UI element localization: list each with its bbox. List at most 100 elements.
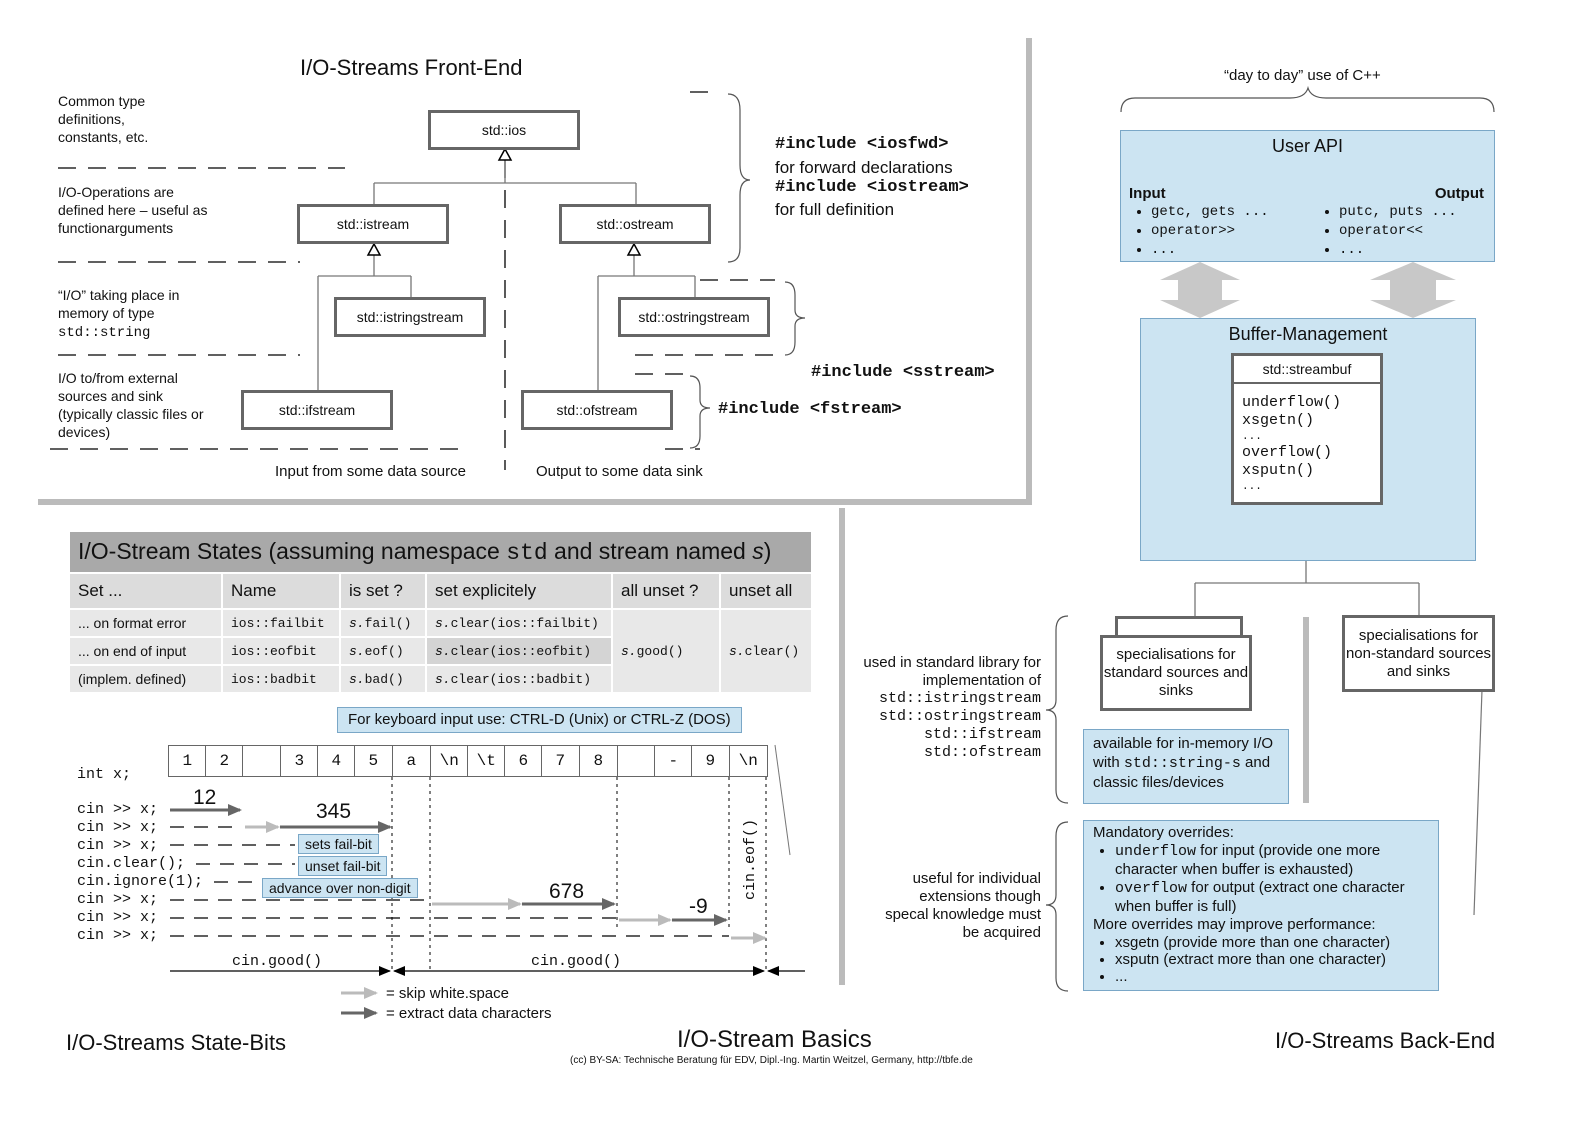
- keyboard-note: For keyboard input use: CTRL-D (Unix) or…: [337, 707, 742, 733]
- class-istream: std::istream: [297, 204, 449, 244]
- list-item: underflow for input (provide one more ch…: [1115, 842, 1429, 879]
- input-cell: -: [654, 745, 693, 777]
- code-line: cin >> x;: [77, 927, 159, 944]
- table-row: ... on end of input ios::eofbit s.eof() …: [68, 636, 812, 666]
- input-cell: [242, 745, 281, 777]
- input-cell: 9: [691, 745, 730, 777]
- spec-std-box: specialisations for standard sources and…: [1100, 635, 1252, 711]
- note-external: I/O to/from external sources and sink (t…: [58, 370, 204, 440]
- input-cell: 1: [168, 745, 207, 777]
- col-isset: is set ?: [339, 572, 427, 610]
- include-fstream: #include <fstream>: [718, 400, 902, 419]
- note-io-ops: I/O-Operations are defined here – useful…: [58, 184, 208, 236]
- statebits-title: I/O-Streams State-Bits: [66, 1030, 287, 1055]
- include-iosfwd-desc: for forward declarations: [775, 158, 953, 177]
- list-item: xsputn (extract more than one character): [1115, 951, 1429, 968]
- states-title: I/O-Stream States (assuming namespace st…: [68, 530, 813, 574]
- input-cell: \n: [729, 745, 768, 777]
- code-line: cin >> x;: [77, 837, 159, 854]
- list-item: ...: [1115, 968, 1429, 985]
- include-iostream: #include <iostream>: [775, 178, 969, 197]
- list-item: putc, puts ...: [1339, 203, 1457, 222]
- available-note: available for in-memory I/O with std::st…: [1083, 729, 1289, 804]
- basics-title: I/O-Stream Basics: [677, 1026, 872, 1053]
- user-api-output-label: Output: [1434, 185, 1484, 202]
- list-item: ...: [1339, 241, 1457, 260]
- list-item: operator<<: [1339, 222, 1457, 241]
- value-345: 345: [316, 800, 352, 823]
- col-allunset: all unset ?: [611, 572, 721, 610]
- user-api-input-list: getc, gets ... operator>> ...: [1127, 203, 1269, 260]
- user-api-box: User API Input Output getc, gets ... ope…: [1120, 130, 1495, 262]
- day-to-day-label: “day to day” use of C++: [1224, 67, 1381, 84]
- class-ifstream: std::ifstream: [241, 390, 393, 430]
- table-row: ... on format error ios::failbit s.fail(…: [68, 608, 813, 694]
- input-cell: 4: [317, 745, 356, 777]
- col-setexp: set explicitely: [425, 572, 613, 610]
- class-istringstream: std::istringstream: [334, 297, 486, 337]
- legend-extract: = extract data characters: [386, 1005, 552, 1022]
- legend-skip: = skip white.space: [386, 985, 509, 1002]
- value-678: 678: [549, 880, 585, 903]
- tag-sets-failbit: sets fail-bit: [298, 834, 379, 854]
- list-item: xsgetn (provide more than one character): [1115, 934, 1429, 951]
- list-item: getc, gets ...: [1151, 203, 1269, 222]
- used-in-note: used in standard library for implementat…: [863, 654, 1041, 761]
- user-api-output-list: putc, puts ... operator<< ...: [1315, 203, 1457, 260]
- output-label: Output to some data sink: [536, 463, 703, 480]
- backend-title: I/O-Streams Back-End: [1275, 1028, 1496, 1053]
- eof-label: cin.eof(): [742, 818, 759, 900]
- col-name: Name: [221, 572, 341, 610]
- code-line: cin.clear();: [77, 855, 186, 872]
- spec-nonstd-box: specialisations for non-standard sources…: [1342, 615, 1495, 692]
- table-row: (implem. defined) ios::badbit s.bad() s.…: [68, 664, 812, 694]
- col-set: Set ...: [68, 572, 223, 610]
- credit-line: (cc) BY-SA: Technische Beratung für EDV,…: [570, 1055, 973, 1066]
- class-ostringstream: std::ostringstream: [618, 297, 770, 337]
- streambuf-class: std::streambuf underflow() xsgetn() ... …: [1231, 353, 1383, 505]
- note-memory-type: std::string: [58, 325, 151, 341]
- include-iosfwd: #include <iosfwd>: [775, 135, 949, 154]
- input-cell: 3: [280, 745, 319, 777]
- input-cell: 2: [205, 745, 244, 777]
- code-line: cin >> x;: [77, 909, 159, 926]
- tag-unset-failbit: unset fail-bit: [298, 856, 388, 876]
- value-12: 12: [193, 786, 217, 809]
- user-api-title: User API: [1271, 136, 1344, 156]
- note-common: Common type definitions, constants, etc.: [58, 93, 149, 145]
- code-line: cin.ignore(1);: [77, 873, 204, 890]
- class-ofstream: std::ofstream: [521, 390, 673, 430]
- states-table: I/O-Stream States (assuming namespace st…: [68, 530, 813, 694]
- class-ostream: std::ostream: [559, 204, 711, 244]
- include-iostream-desc: for full definition: [775, 200, 895, 219]
- good-label-1: cin.good(): [232, 953, 323, 970]
- input-cell: [617, 745, 656, 777]
- input-cell: \t: [467, 745, 506, 777]
- input-cell: \n: [430, 745, 469, 777]
- input-label: Input from some data source: [275, 463, 466, 480]
- list-item: ...: [1151, 241, 1269, 260]
- code-line: cin >> x;: [77, 801, 159, 818]
- decl-int-x: int x;: [77, 766, 132, 783]
- buffer-mgmt-title: Buffer-Management: [1228, 324, 1388, 344]
- input-cell: 6: [504, 745, 543, 777]
- frontend-title: I/O-Streams Front-End: [300, 55, 523, 80]
- code-line: cin >> x;: [77, 819, 159, 836]
- col-unsetall: unset all: [719, 572, 813, 610]
- streambuf-methods: underflow() xsgetn() ... overflow() xspu…: [1242, 394, 1342, 493]
- list-item: operator>>: [1151, 222, 1269, 241]
- code-line: cin >> x;: [77, 891, 159, 908]
- useful-note: useful for individual extensions though …: [885, 870, 1041, 941]
- class-ios: std::ios: [428, 110, 580, 150]
- good-label-2: cin.good(): [531, 953, 622, 970]
- input-cell: 8: [579, 745, 618, 777]
- note-memory-text: “I/O” taking place in memory of type: [58, 287, 180, 321]
- user-api-input-label: Input: [1129, 185, 1166, 202]
- input-cell: a: [392, 745, 431, 777]
- note-memory: “I/O” taking place in memory of type std…: [58, 286, 198, 342]
- streambuf-name: std::streambuf: [1234, 356, 1380, 384]
- include-sstream: #include <sstream>: [811, 363, 995, 382]
- overrides-box: Mandatory overrides: underflow for input…: [1083, 820, 1439, 991]
- value-neg9: -9: [689, 895, 708, 918]
